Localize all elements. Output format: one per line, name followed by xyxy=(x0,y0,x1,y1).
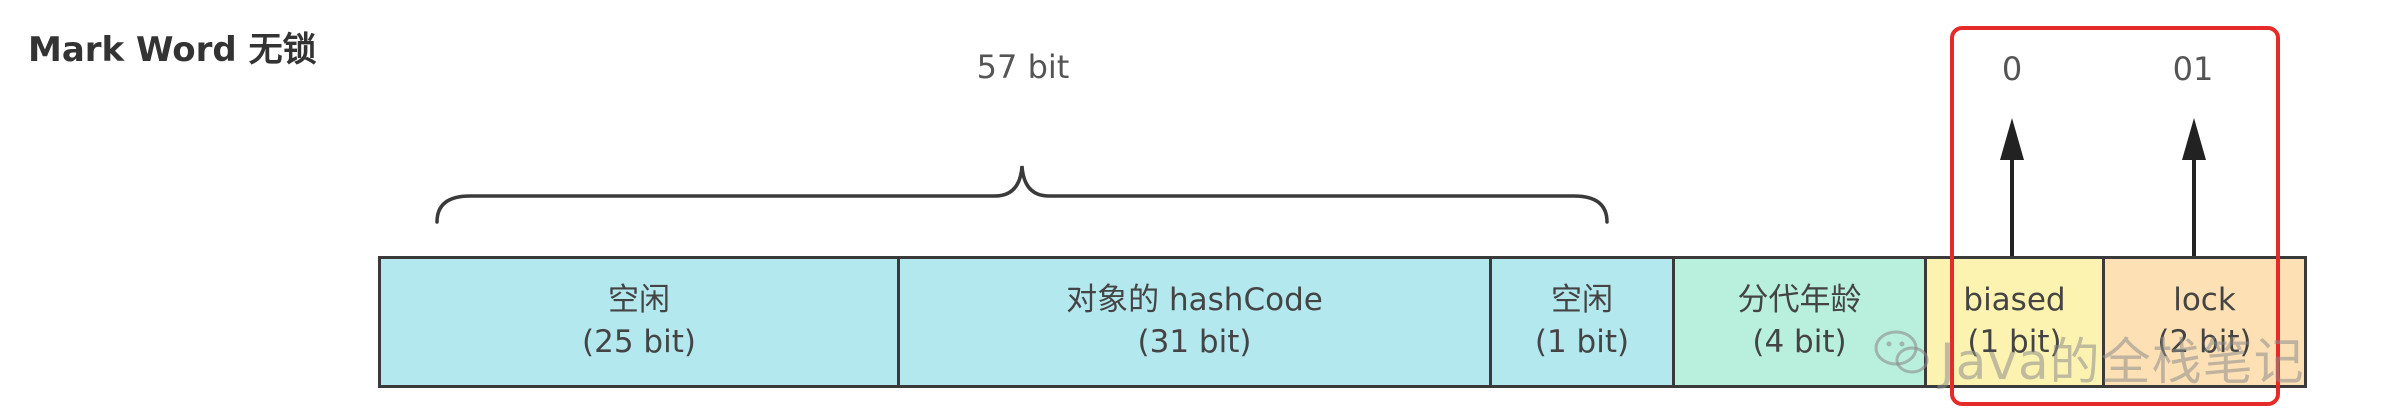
watermark-text: Java的全栈笔记 xyxy=(1940,333,2305,391)
segment-free-1: 空闲 (1 bit) xyxy=(1489,256,1672,388)
diagram-title: Mark Word 无锁 xyxy=(28,30,317,70)
biased-bit-value: 0 xyxy=(2001,50,2023,88)
segment-name: 分代年龄 xyxy=(1737,282,1862,319)
segment-name: 空闲 xyxy=(608,282,670,319)
segment-name: lock xyxy=(2173,282,2236,319)
segment-bits: (1 bit) xyxy=(1534,324,1630,360)
segment-bits: (25 bit) xyxy=(582,324,696,360)
segment-lock: lock (2 bit) xyxy=(2102,256,2307,388)
highlight-box xyxy=(1950,26,2280,406)
segment-name: 对象的 hashCode xyxy=(1066,282,1323,319)
segment-bits: (4 bit) xyxy=(1752,324,1847,360)
segment-age: 分代年龄 (4 bit) xyxy=(1672,256,1924,388)
lock-arrow-icon xyxy=(2182,118,2206,256)
segment-free-25: 空闲 (25 bit) xyxy=(378,256,897,388)
segment-bits: (2 bit) xyxy=(2157,324,2252,360)
segment-bits: (1 bit) xyxy=(1967,324,2062,360)
segment-name: biased xyxy=(1963,282,2066,319)
segment-name: 空闲 xyxy=(1551,282,1613,319)
wechat-icon xyxy=(1874,330,1929,374)
segment-bits: (31 bit) xyxy=(1137,324,1252,360)
segment-hashcode: 对象的 hashCode (31 bit) xyxy=(897,256,1489,388)
span-label: 57 bit xyxy=(976,48,1070,86)
lock-bit-value: 01 xyxy=(2172,50,2214,88)
biased-arrow-icon xyxy=(2000,118,2024,256)
